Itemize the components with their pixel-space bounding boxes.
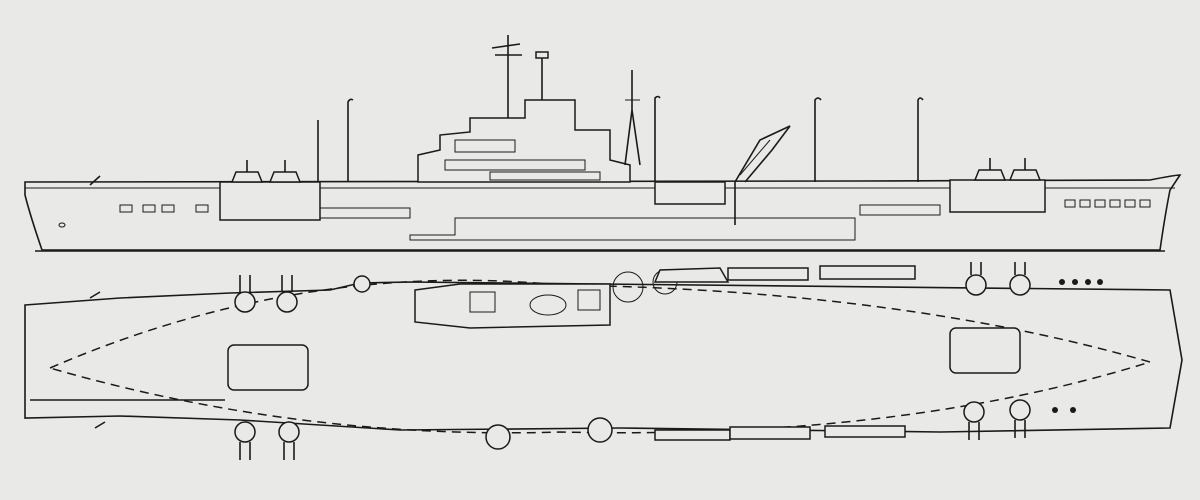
profile-view: [24, 35, 1182, 252]
island-plan: [414, 269, 678, 329]
forward-elevator: [227, 344, 309, 391]
portholes: [58, 199, 1151, 228]
sponson-mid: [654, 181, 726, 205]
hangar-step: [409, 217, 856, 241]
sponson-aft: [949, 179, 1046, 213]
plan-view: [24, 262, 1183, 460]
landing-area-dashed: [47, 279, 1153, 434]
crane: [734, 125, 791, 225]
gun-mounts-plan: [89, 262, 1103, 460]
island-superstructure: [417, 35, 641, 183]
plan-deck-outline: [24, 281, 1183, 433]
gun-mounts-profile: [89, 158, 1042, 186]
masts: [317, 95, 924, 182]
plan-sponsons: [653, 265, 916, 441]
aft-elevator: [949, 327, 1021, 374]
profile-hull: [24, 174, 1182, 251]
sponson-fwd: [219, 181, 321, 221]
hull-openings: [319, 204, 941, 219]
